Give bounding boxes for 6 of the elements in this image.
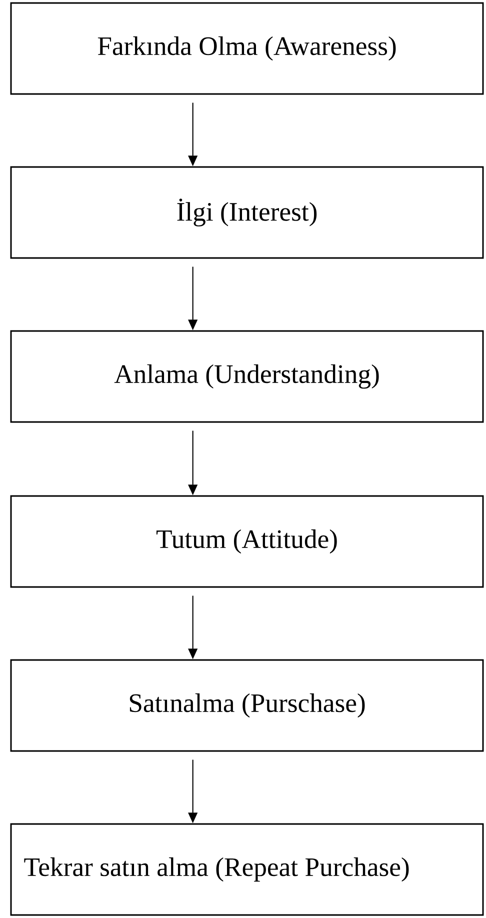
process-box: Tutum (Attitude) <box>10 495 484 588</box>
process-box: İlgi (Interest) <box>10 166 484 259</box>
process-box: Anlama (Understanding) <box>10 330 484 423</box>
process-box: Satınalma (Purschase) <box>10 659 484 752</box>
process-box: Farkında Olma (Awareness) <box>10 2 484 95</box>
process-box: Tekrar satın alma (Repeat Purchase) <box>10 823 484 916</box>
